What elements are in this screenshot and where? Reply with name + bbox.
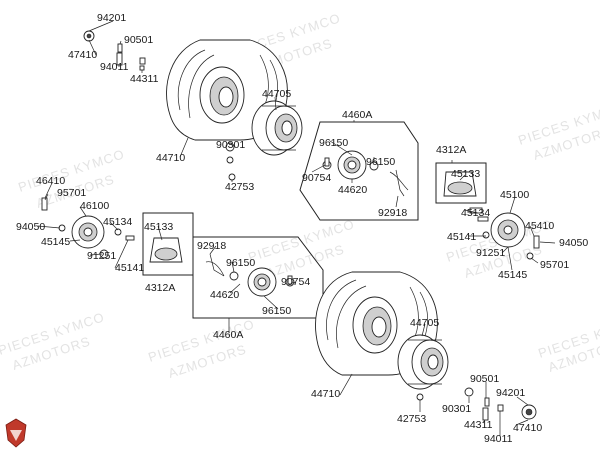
top-hub-box: [299, 121, 419, 221]
label-94011-top: 94011: [100, 61, 129, 73]
part-labels: 94201 47410 90501 94011 44311 44705 4471…: [16, 12, 588, 445]
label-45133-top: 45133: [451, 168, 480, 180]
label-44705-bottom: 44705: [410, 317, 439, 329]
label-45134-right: 45134: [461, 207, 490, 219]
label-45141-left: 45141: [115, 262, 144, 274]
label-96150-top-a: 96150: [319, 137, 348, 149]
label-95701-right: 95701: [540, 259, 569, 271]
label-47410-bottom: 47410: [513, 422, 542, 434]
right-brake-assembly: [469, 207, 540, 260]
label-44710-bottom: 44710: [311, 388, 340, 400]
label-95701-left: 95701: [57, 187, 86, 199]
label-96150-top-b: 96150: [366, 156, 395, 168]
label-90301-top: 90301: [216, 139, 245, 151]
label-94050-right: 94050: [559, 237, 588, 249]
label-94201-top: 94201: [97, 12, 126, 24]
label-46410-left: 46410: [36, 175, 65, 187]
label-4460A-bottom: 4460A: [213, 329, 243, 341]
label-45141-right: 45141: [447, 231, 476, 243]
label-44311-bottom: 44311: [464, 419, 493, 431]
label-94050-left: 94050: [16, 221, 45, 233]
label-45145-right: 45145: [498, 269, 527, 281]
label-4460A-top: 4460A: [342, 109, 372, 121]
label-90754-top: 90754: [302, 172, 331, 184]
label-91251-right: 91251: [476, 247, 505, 259]
label-96150-bottom-a: 96150: [226, 257, 255, 269]
label-44620-top: 44620: [338, 184, 367, 196]
left-brake-box: [142, 212, 194, 276]
top-small-parts: [83, 30, 236, 181]
label-90501-bottom: 90501: [470, 373, 499, 385]
label-90301-bottom: 90301: [442, 403, 471, 415]
label-4312A-left: 4312A: [145, 282, 175, 294]
top-right-brake-box: [435, 162, 487, 204]
azmotors-logo: [5, 418, 27, 448]
leader-lines: [37, 20, 556, 436]
bottom-small-parts: [416, 387, 537, 421]
bottom-rim: [397, 334, 449, 390]
label-45145-left: 45145: [41, 236, 70, 248]
label-90754-bottom: 90754: [281, 276, 310, 288]
label-45100-right: 45100: [500, 189, 529, 201]
label-44311-top: 44311: [130, 73, 159, 85]
label-92918-bottom: 92918: [197, 240, 226, 252]
label-91251-left: 91251: [87, 250, 116, 262]
label-42753-bottom: 42753: [397, 413, 426, 425]
label-45410-right: 45410: [525, 220, 554, 232]
top-rim: [251, 100, 303, 156]
label-94201-bottom: 94201: [496, 387, 525, 399]
label-44620-bottom: 44620: [210, 289, 239, 301]
label-96150-bottom-b: 96150: [262, 305, 291, 317]
label-47410-top: 47410: [68, 49, 97, 61]
label-94011-bottom: 94011: [484, 433, 513, 445]
label-44705-top: 44705: [262, 88, 291, 100]
label-92918-top: 92918: [378, 207, 407, 219]
label-44710-top: 44710: [156, 152, 185, 164]
label-46100-left: 46100: [80, 200, 109, 212]
label-90501-top: 90501: [124, 34, 153, 46]
label-45133-left: 45133: [144, 221, 173, 233]
label-45134-left: 45134: [103, 216, 132, 228]
label-42753-top: 42753: [225, 181, 254, 193]
label-4312A-top: 4312A: [436, 144, 466, 156]
